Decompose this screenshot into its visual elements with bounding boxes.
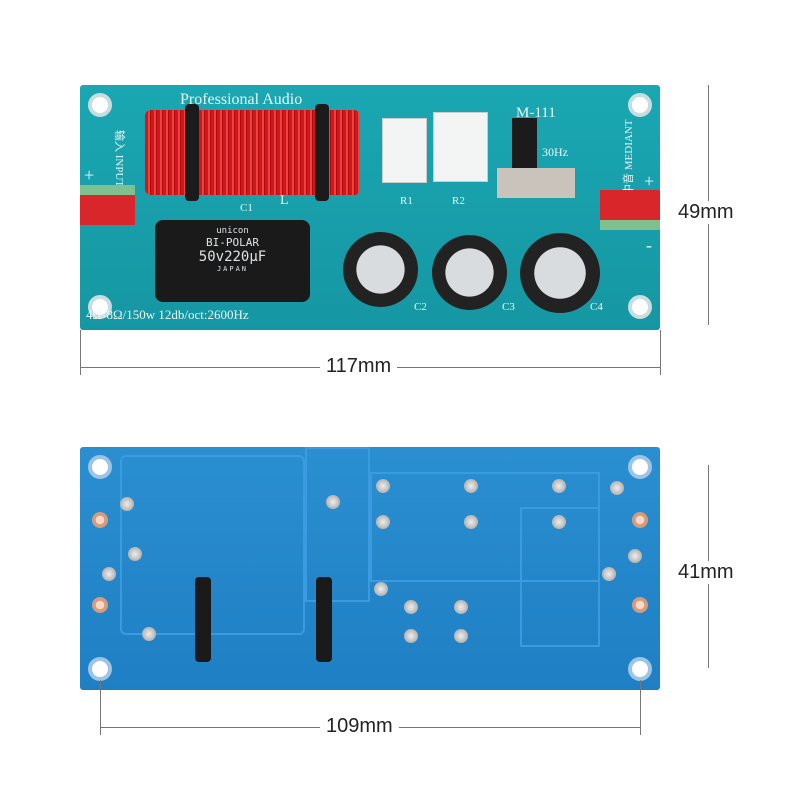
capacitor-c2 xyxy=(343,232,418,307)
cap-type: BI-POLAR xyxy=(206,236,259,249)
input-label-cn: 输入 xyxy=(113,130,125,152)
cable-tie xyxy=(195,577,211,662)
solder-pad xyxy=(120,497,134,511)
input-label: 输入 INPUT xyxy=(112,130,128,187)
mounting-hole xyxy=(628,295,652,319)
switch-body xyxy=(497,168,575,198)
solder-pad xyxy=(128,547,142,561)
copper-trace xyxy=(305,447,370,602)
resistor-r2 xyxy=(433,112,488,182)
mounting-hole xyxy=(628,657,652,681)
cable-tie xyxy=(316,577,332,662)
output-terminal xyxy=(600,190,660,230)
cap-value: 50v220μF xyxy=(198,249,267,265)
mounting-hole xyxy=(88,657,112,681)
terminal-pad xyxy=(92,597,108,613)
solder-pad xyxy=(552,479,566,493)
switch-knob xyxy=(512,118,537,173)
input-terminal xyxy=(80,185,135,225)
mounting-hole xyxy=(628,93,652,117)
model-label: M-111 xyxy=(516,105,556,121)
spec-label: 4Ω-8Ω/150w 12db/oct:2600Hz xyxy=(86,307,249,322)
dimension-extension-line xyxy=(660,330,661,375)
c3-label: C3 xyxy=(502,301,515,313)
coil-bobbin-band xyxy=(185,104,199,201)
mediant-label-en: MEDIANT xyxy=(623,119,635,171)
minus-sign: - xyxy=(646,235,652,255)
solder-pad xyxy=(610,481,624,495)
solder-pad xyxy=(326,495,340,509)
dimension-extension-line xyxy=(640,680,641,735)
dimension-extension-line xyxy=(100,680,101,735)
solder-pad xyxy=(454,629,468,643)
solder-pad xyxy=(376,479,390,493)
solder-pad xyxy=(602,567,616,581)
solder-pad xyxy=(552,515,566,529)
pcb-bottom-view xyxy=(80,447,660,690)
terminal-pad xyxy=(632,512,648,528)
inductor-coil xyxy=(145,104,360,201)
cap-brand: unicon xyxy=(216,226,249,236)
solder-pad xyxy=(376,515,390,529)
dimension-extension-line xyxy=(80,330,81,375)
top-height-label: 49mm xyxy=(672,201,740,224)
plus-sign: + xyxy=(84,165,95,185)
c2-label: C2 xyxy=(414,301,427,313)
capacitor-c4 xyxy=(520,233,600,313)
solder-pad xyxy=(464,479,478,493)
solder-pad xyxy=(404,600,418,614)
mounting-hole xyxy=(88,455,112,479)
solder-pad xyxy=(404,629,418,643)
copper-trace xyxy=(120,455,305,635)
mounting-hole xyxy=(88,93,112,117)
terminal-pad xyxy=(92,512,108,528)
freq-label: 30Hz xyxy=(542,145,568,159)
solder-pad xyxy=(374,582,388,596)
r1-label: R1 xyxy=(400,195,413,207)
copper-trace xyxy=(520,507,600,647)
solder-pad xyxy=(102,567,116,581)
c1-label: C1 xyxy=(240,202,253,214)
inductor-label: L xyxy=(280,193,289,208)
bottom-width-label: 109mm xyxy=(320,715,399,738)
mounting-hole xyxy=(628,455,652,479)
top-width-label: 117mm xyxy=(320,355,398,378)
mediant-label: 中音 MEDIANT xyxy=(620,120,636,195)
terminal-pad xyxy=(632,597,648,613)
board-title: Professional Audio xyxy=(180,91,303,108)
capacitor-c3 xyxy=(432,235,507,310)
r2-label: R2 xyxy=(452,195,465,207)
coil-bobbin-band xyxy=(315,104,329,201)
input-label-en: INPUT xyxy=(113,154,125,188)
solder-pad xyxy=(454,600,468,614)
cap-origin: JAPAN xyxy=(216,265,249,273)
solder-pad xyxy=(464,515,478,529)
solder-pad xyxy=(142,627,156,641)
plus-sign: + xyxy=(644,171,655,191)
solder-pad xyxy=(628,549,642,563)
mounting-hole xyxy=(88,295,112,319)
c4-label: C4 xyxy=(590,301,603,313)
resistor-r1 xyxy=(382,118,427,183)
bottom-height-label: 41mm xyxy=(672,561,740,584)
bipolar-capacitor: unicon BI-POLAR 50v220μF JAPAN xyxy=(155,220,310,302)
